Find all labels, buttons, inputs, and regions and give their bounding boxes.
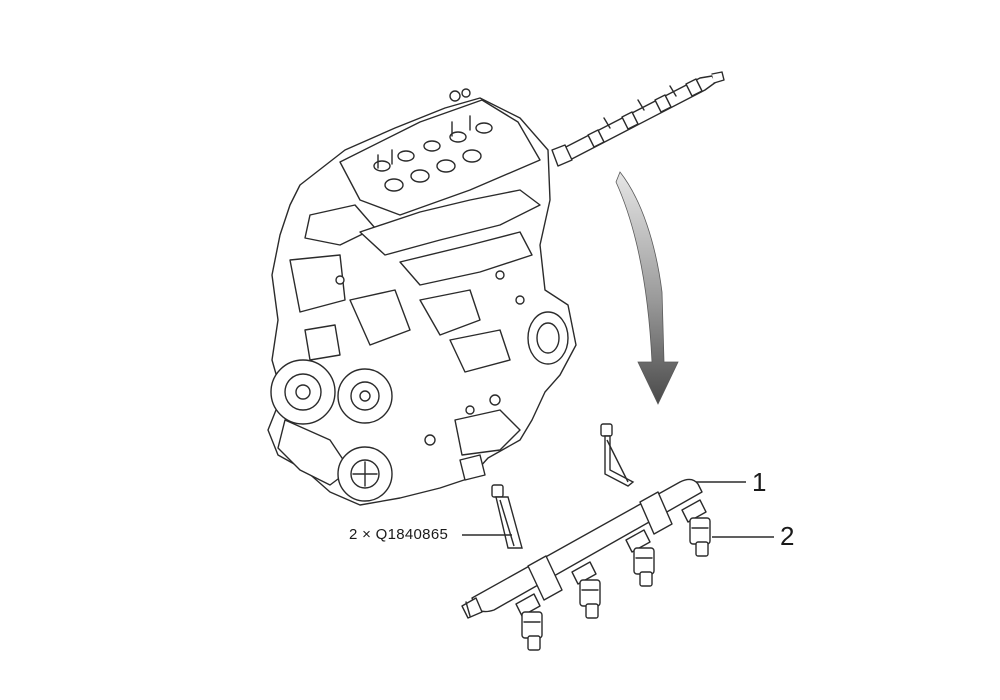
leader-lines [462,481,774,538]
rail-bracket-left [527,555,563,601]
callout-fuel-rail: 1 [752,467,767,497]
camshaft-caps [373,115,493,192]
alternator-pulley [337,446,393,502]
callout-bolt-part-number: 2 × Q1840865 [349,526,449,543]
water-pump-pulley [337,368,393,424]
crankshaft-pulley [270,359,336,425]
fuel-rail-assembly [461,478,703,619]
removed-fuel-rail [551,71,725,167]
direction-arrow [615,171,679,405]
mounting-bolt-lower [491,484,523,549]
injector-3 [625,529,655,587]
injector-4 [681,499,711,557]
injector-1 [515,593,543,651]
engine-bolts [335,88,525,446]
rail-bracket-right [639,491,673,535]
mounting-bolt-upper [600,423,635,487]
injector-2 [571,561,601,619]
engine-block [267,88,577,506]
callout-injector: 2 [780,521,795,551]
fuel-injectors [515,499,711,651]
